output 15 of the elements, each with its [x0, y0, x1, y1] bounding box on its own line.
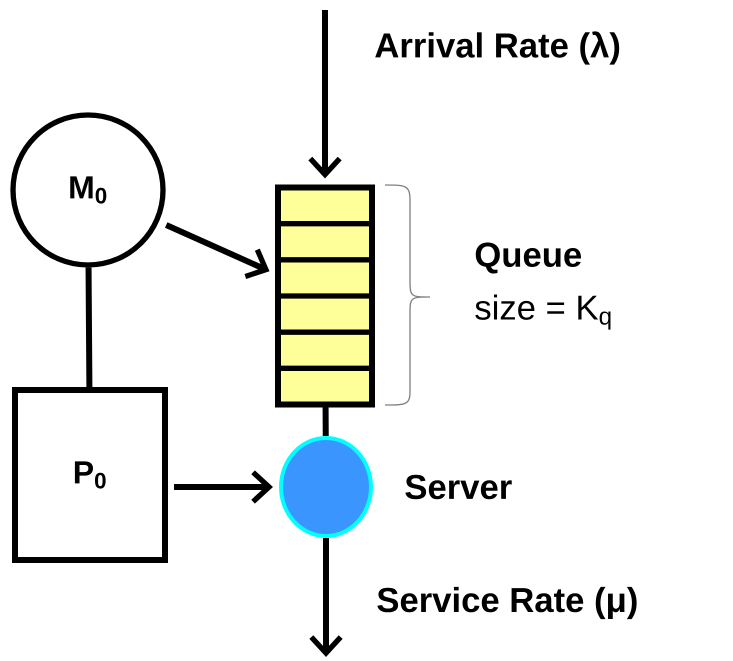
node-caption: size = K$_{q}$: [475, 294, 611, 330]
queue-drawing: [275, 184, 375, 408]
connector-line: [86, 268, 92, 388]
node-caption: Server: [405, 474, 512, 500]
edge-label: Arrival Rate (λ): [373, 30, 622, 66]
arrow: [174, 470, 273, 504]
connector-line: [322, 407, 329, 436]
arrow: [308, 10, 342, 178]
edge-label: Service Rate (μ): [375, 586, 640, 620]
node-caption: Queue: [476, 242, 582, 274]
arrow: [309, 538, 343, 657]
process-box: P$_{0}$: [12, 387, 168, 563]
circle-node: M$_{0}$: [10, 112, 166, 268]
arrow: [164, 222, 270, 279]
server-circle: [279, 436, 373, 538]
